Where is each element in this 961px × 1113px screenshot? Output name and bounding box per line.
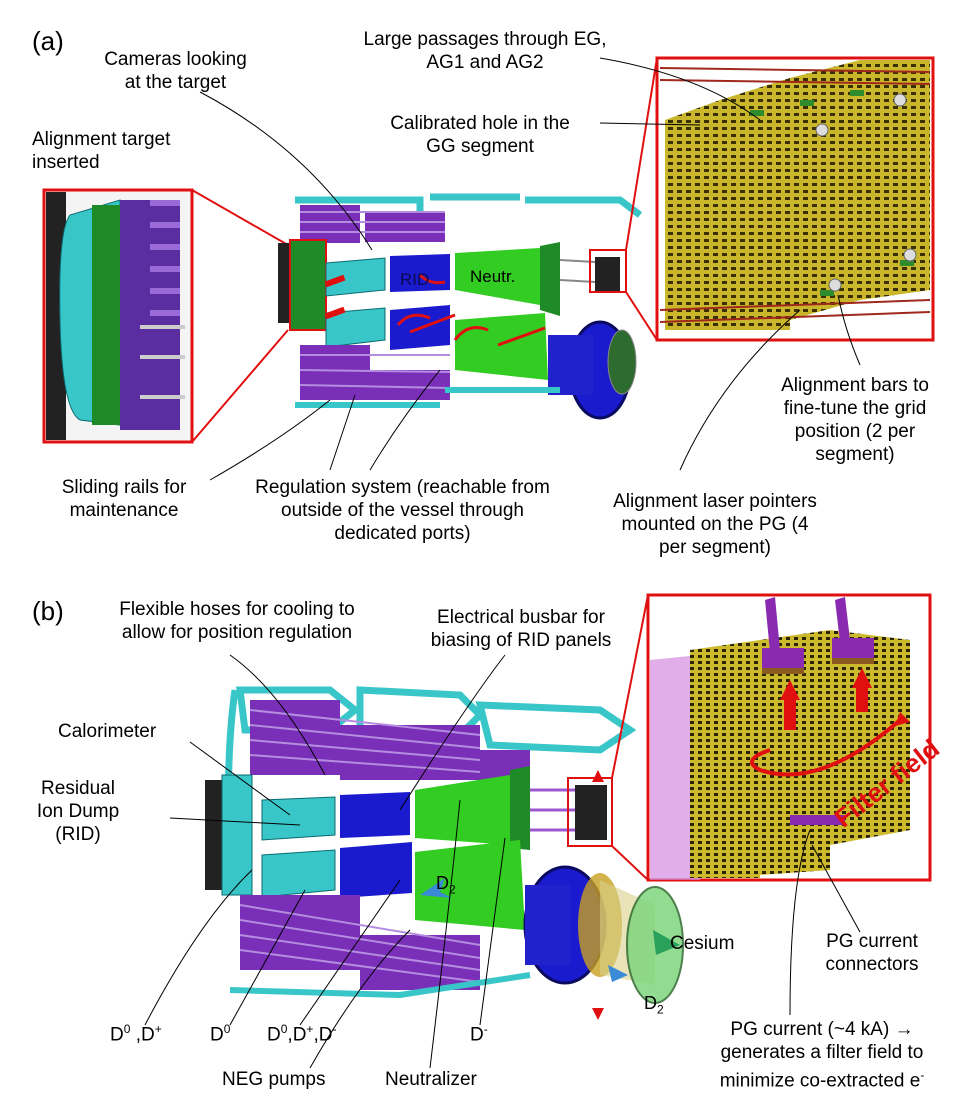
d2-lower-label: D2 [644, 993, 664, 1017]
neg-pumps-label: NEG pumps [222, 1069, 326, 1090]
alignment-target-inset [42, 188, 194, 444]
passages-label: Large passages through EG, AG1 and AG2 [330, 28, 640, 74]
laser-pointers-label: Alignment laser pointers mounted on the … [590, 490, 840, 559]
d0-dplus-dminus-text: D [267, 1024, 281, 1046]
pg-current-line3: minimize co-extracted e- [719, 1068, 925, 1092]
busbar-line2: biasing of RID panels [430, 630, 612, 651]
beam-source-assembly-a [278, 193, 643, 420]
d0-dplus-label: D0 ,D+ [110, 1022, 162, 1046]
rid-line1: Residual [41, 778, 115, 799]
grid-inset-b [646, 593, 932, 882]
alignment-bars-line1: Alignment bars to [781, 375, 929, 396]
pg-current-line3-text: minimize co-extracted e [719, 1070, 921, 1092]
alignment-target-label: Alignment target inserted [32, 128, 170, 174]
sliding-rails-line1: Sliding rails for [61, 477, 187, 498]
d0-dplus-dminus-label: D0,D+,D- [267, 1022, 337, 1046]
passages-label-line2: AG1 and AG2 [426, 52, 544, 73]
calibrated-hole-label: Calibrated hole in the GG segment [350, 112, 610, 158]
dminus-text: D [470, 1024, 484, 1046]
cesium-label: Cesium [670, 933, 735, 954]
alignment-bars-line3: position (2 per [794, 421, 916, 442]
d2-upper-label: D2 [436, 873, 456, 897]
beam-source-assembly-b [205, 686, 684, 1020]
grid-inset-a [655, 56, 935, 342]
rid-label: Residual Ion Dump (RID) [22, 777, 134, 846]
regulation-line3: dedicated ports) [334, 523, 471, 544]
calibrated-hole-line1: Calibrated hole in the [390, 113, 570, 134]
busbar-label: Electrical busbar for biasing of RID pan… [405, 606, 637, 652]
neutralizer-label: Neutralizer [385, 1069, 477, 1090]
pg-connectors-line2: connectors [825, 954, 919, 975]
laser-pointers-line2: mounted on the PG (4 [621, 514, 809, 535]
sliding-rails-label: Sliding rails for maintenance [24, 476, 224, 522]
dminus-label: D- [470, 1022, 488, 1046]
regulation-system-label: Regulation system (reachable from outsid… [215, 476, 590, 545]
sliding-rails-line2: maintenance [69, 500, 179, 521]
regulation-line1: Regulation system (reachable from [255, 477, 550, 498]
alignment-bars-line2: fine-tune the grid [783, 398, 927, 419]
busbar-line1: Electrical busbar for [437, 607, 605, 628]
pg-connectors-line1: PG current [826, 931, 918, 952]
alignment-bars-line4: segment) [815, 444, 895, 465]
pg-current-line2: generates a filter field to [720, 1042, 924, 1063]
panel-a-tag: (a) [32, 26, 64, 56]
d0-label: D0 [210, 1022, 231, 1046]
alignment-bars-label: Alignment bars to fine-tune the grid pos… [755, 374, 955, 466]
regulation-line2: outside of the vessel through [281, 500, 524, 521]
rid-line2: Ion Dump [36, 801, 120, 822]
hoses-line1: Flexible hoses for cooling to [119, 599, 355, 620]
pg-connectors-label: PG current connectors [802, 930, 942, 976]
cameras-label: Cameras looking at the target [88, 48, 263, 94]
d0-dplus-text: D [110, 1024, 124, 1046]
passages-label-line1: Large passages through EG, [363, 29, 607, 50]
d2-lower-text: D [644, 993, 657, 1013]
d2-upper-text: D [436, 873, 449, 893]
pg-current-line1: PG current (~4 kA) → [730, 1019, 914, 1040]
calorimeter-label: Calorimeter [58, 721, 157, 742]
panel-b-tag: (b) [32, 596, 64, 626]
flexible-hoses-label: Flexible hoses for cooling to allow for … [82, 598, 392, 644]
hoses-line2: allow for position regulation [121, 622, 353, 643]
neutr-inline-label: Neutr. [470, 267, 516, 286]
laser-pointers-line3: per segment) [659, 537, 771, 558]
alignment-target-line2: inserted [32, 152, 100, 173]
cameras-label-line2: at the target [124, 72, 227, 93]
rid-inline-label: RID [400, 270, 430, 289]
cameras-label-line1: Cameras looking [104, 49, 247, 70]
calibrated-hole-line2: GG segment [426, 136, 534, 157]
pg-current-label: PG current (~4 kA) → generates a filter … [688, 1018, 956, 1092]
rid-line3: (RID) [55, 824, 101, 845]
d0-text: D [210, 1024, 224, 1046]
alignment-target-line1: Alignment target [32, 129, 171, 150]
laser-pointers-line1: Alignment laser pointers [613, 491, 817, 512]
